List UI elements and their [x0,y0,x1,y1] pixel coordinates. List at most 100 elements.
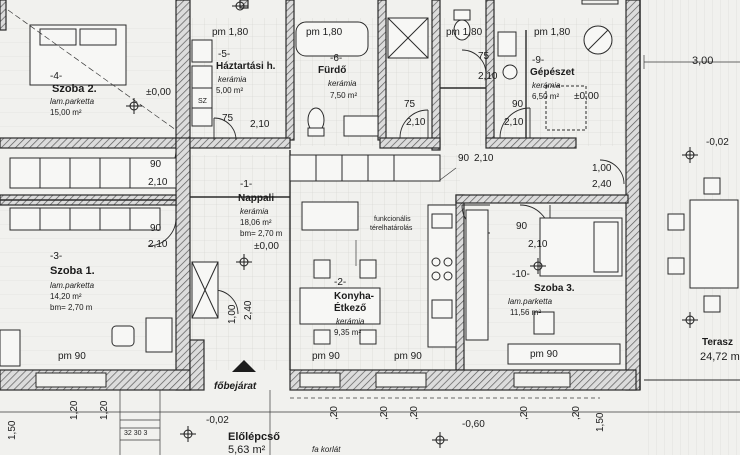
terrace-door-height: 2,40 [592,179,612,190]
entry-stairs [120,419,160,441]
bedroom2-door-width: 90 [150,159,162,170]
room-1-number: -1- [240,179,253,190]
room-2-area: 9,35 m² [334,328,362,337]
room-9-material: kerámia [532,81,561,90]
room-6-number: -6- [330,53,343,64]
room-4-level: ±0,00 [146,87,171,98]
hall-vdoor-width: 90 [458,153,470,164]
dim-020-b: ,20 [379,406,390,420]
bedroom3-door-height: 2,10 [528,239,548,250]
terrace-furniture [644,177,740,381]
dim-120-a: 1,20 [69,400,80,420]
bedroom3-furniture [465,209,623,365]
room-3-area: 14,20 m² [50,292,82,301]
room-9-level: ±0,00 [574,91,599,102]
lower-level: -0,60 [462,419,485,430]
entrance-door-width: 1,00 [227,304,238,324]
room-10-material: lam.parketta [508,297,553,306]
bath-door-height: 2,10 [406,117,426,128]
bath-window-label: pm 1,80 [306,27,343,38]
wc-fixtures [453,9,613,131]
dim-020-a: ,20 [329,406,340,420]
room-9-name: Gépészet [530,67,575,78]
bedroom2-furniture [9,24,177,189]
terrace-door-width: 1,00 [592,163,612,174]
entrance-arrow-icon [232,360,256,372]
dim-150-b: 1,50 [595,412,606,432]
room-5-area: 5,00 m² [216,86,244,95]
terrace-area: 24,72 m² [700,351,740,363]
room-4-number: -4- [50,71,63,82]
divider-line2: térelhatárolás [370,225,413,232]
bedroom3-window-label: pm 90 [530,349,558,360]
room-4-material: lam.parketta [50,97,95,106]
room-9-area: 6,50 m² [532,92,560,101]
room-1-name: Nappali [238,193,275,204]
main-entrance-label: főbejárat [214,381,257,392]
room-2-number: -2- [334,277,347,288]
dim-020-e: ,20 [571,406,582,420]
wc-window-label: pm 1,80 [446,27,483,38]
kitchen-window-1-label: pm 90 [312,351,340,362]
wc-door-width: 75 [478,51,490,62]
room-1-area: 18,06 m² [240,218,272,227]
bedroom1-window-label: pm 90 [58,351,86,362]
hall-vdoor-height: 2,10 [474,153,494,164]
room-4-area: 15,00 m² [50,108,82,117]
hall-door-width: 90 [512,99,524,110]
utility-door-label: pm 1,80 [212,27,249,38]
room-1-level: ±0,00 [254,241,279,252]
room-3-height: bm= 2,70 m [50,303,93,312]
bedroom3-door-width: 90 [516,221,528,232]
entry-step-name: Előlépcső [228,431,280,443]
room-6-name: Fürdő [318,65,347,76]
room-9-number: -9- [532,55,545,66]
room-4-name: Szoba 2. [52,83,97,95]
wc-door-height: 2,10 [478,71,498,82]
room-10-area: 11,56 m² [510,308,541,317]
dim-020-d: ,20 [519,406,530,420]
level-markers [126,1,698,448]
hall-door-height: 2,10 [504,117,524,128]
room-3-number: -3- [50,251,63,262]
bedroom1-door-height: 2,10 [148,239,168,250]
entry-step-area: 5,63 m² [228,444,266,455]
railing-label: fa korlát [312,445,341,454]
room-2-name-line2: Étkező [334,303,367,314]
room-10-name: Szoba 3. [534,283,575,294]
room-6-area: 7,50 m² [330,91,358,100]
terrace-dim-width: 3,00 [692,55,714,67]
bathroom-fixtures [295,17,429,137]
dim-120-b: 1,20 [99,400,110,420]
room-5-material: kerámia [218,75,247,84]
room-5-name: Háztartási h. [216,61,276,72]
entry-level: -0,02 [206,415,229,426]
room-1-height: bm= 2,70 m [240,229,283,238]
room-5-number: -5- [218,49,231,60]
bath-door-width: 75 [404,99,416,110]
bedroom2-door-height: 2,10 [148,177,168,188]
room-2-material: kerámia [336,317,365,326]
room-3-name: Szoba 1. [50,265,95,277]
room-2-name-line1: Konyha- [334,291,374,302]
room-6-material: kerámia [328,79,357,88]
mech-window-label: pm 1,80 [534,27,571,38]
dim-150: 1,50 [7,420,18,440]
bedroom1-door-width: 90 [150,223,162,234]
stair-dimensions: 32 30 3 [124,430,148,437]
kitchen-furniture [299,204,457,348]
terrace-name: Terasz [702,337,733,348]
storage-label: SZ [198,98,207,105]
room-3-material: lam.parketta [50,281,95,290]
room-1-material: kerámia [240,207,269,216]
divider-line1: funkcionális [374,216,411,223]
utility-door-width: 75 [222,113,234,124]
utility-furniture [191,39,213,127]
bedroom1-furniture [0,207,173,367]
utility-door-height: 2,10 [250,119,270,130]
dim-020-c: ,20 [409,406,420,420]
terrace-level: -0,02 [706,137,729,148]
living-furniture [191,154,441,319]
